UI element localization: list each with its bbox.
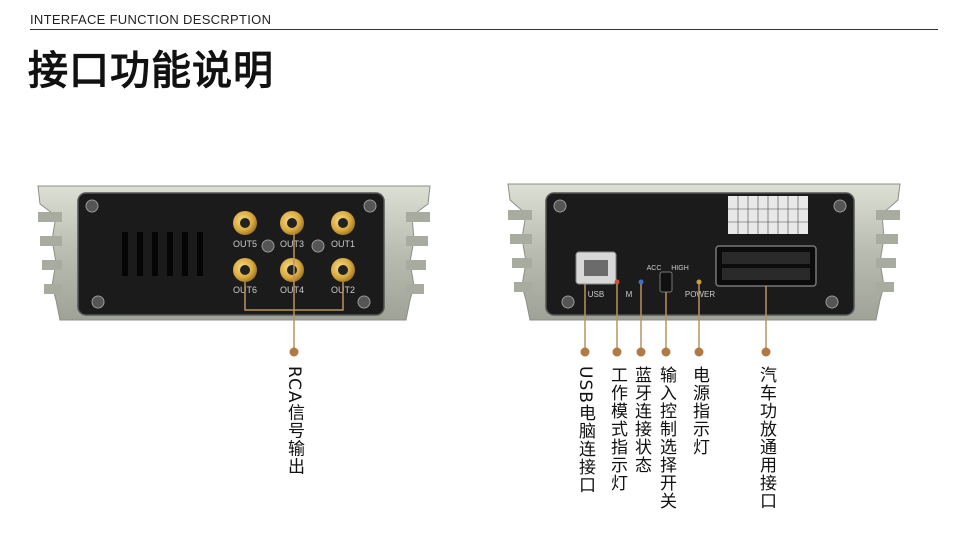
callout-bluetooth-text: 蓝牙连接状态 bbox=[631, 366, 651, 474]
header-subtitle: INTERFACE FUNCTION DESCRPTION bbox=[30, 12, 272, 27]
callout-mode-text: 工作模式指示灯 bbox=[607, 366, 627, 492]
rca-jack-out2 bbox=[331, 258, 355, 282]
mode-led bbox=[614, 279, 620, 285]
input-switch bbox=[659, 271, 673, 293]
callout-usb-dot bbox=[580, 347, 590, 357]
callout-mode-dot bbox=[612, 347, 622, 357]
usb-port-label: USB bbox=[588, 290, 604, 299]
callout-switch-dot bbox=[661, 347, 671, 357]
car-amp-connector bbox=[715, 245, 817, 287]
rca-jack-out5 bbox=[233, 211, 257, 235]
acc-label: ACC bbox=[647, 265, 662, 272]
usb-port bbox=[575, 251, 617, 285]
power-led bbox=[696, 279, 702, 285]
header-divider bbox=[30, 29, 938, 30]
m-label: M bbox=[626, 290, 633, 299]
callout-power-text: 电源指示灯 bbox=[689, 366, 709, 456]
rca-jack-out4 bbox=[280, 258, 304, 282]
callout-connector-text: 汽车功放通用接口 bbox=[756, 366, 776, 510]
callout-power-dot bbox=[694, 347, 704, 357]
rca-jack-out6 bbox=[233, 258, 257, 282]
callout-rca-line bbox=[244, 232, 344, 352]
jack-label-out5: OUT5 bbox=[233, 239, 257, 249]
high-label: HIGH bbox=[671, 265, 689, 272]
callout-usb-text: USB电脑连接口 bbox=[575, 366, 595, 494]
bluetooth-led bbox=[638, 279, 644, 285]
callout-rca-text: RCA信号输出 bbox=[284, 366, 304, 476]
page-title: 接口功能说明 bbox=[28, 48, 274, 94]
jack-label-out4: OUT4 bbox=[280, 285, 304, 295]
rca-jack-out1 bbox=[331, 211, 355, 235]
power-label: POWER bbox=[685, 290, 715, 299]
callout-switch-text: 输入控制选择开关 bbox=[656, 366, 676, 510]
rca-jack-out3 bbox=[280, 211, 304, 235]
callout-connector-dot bbox=[761, 347, 771, 357]
callout-rca-dot bbox=[289, 347, 299, 357]
right-amplifier: USB M ACC HIGH POWER bbox=[507, 183, 901, 321]
left-amplifier: OUT5 OUT3 OUT1 OUT6 OUT4 OUT2 bbox=[37, 185, 431, 321]
callout-bluetooth-dot bbox=[636, 347, 646, 357]
jack-label-out1: OUT1 bbox=[331, 239, 355, 249]
jack-label-out3: OUT3 bbox=[280, 239, 304, 249]
